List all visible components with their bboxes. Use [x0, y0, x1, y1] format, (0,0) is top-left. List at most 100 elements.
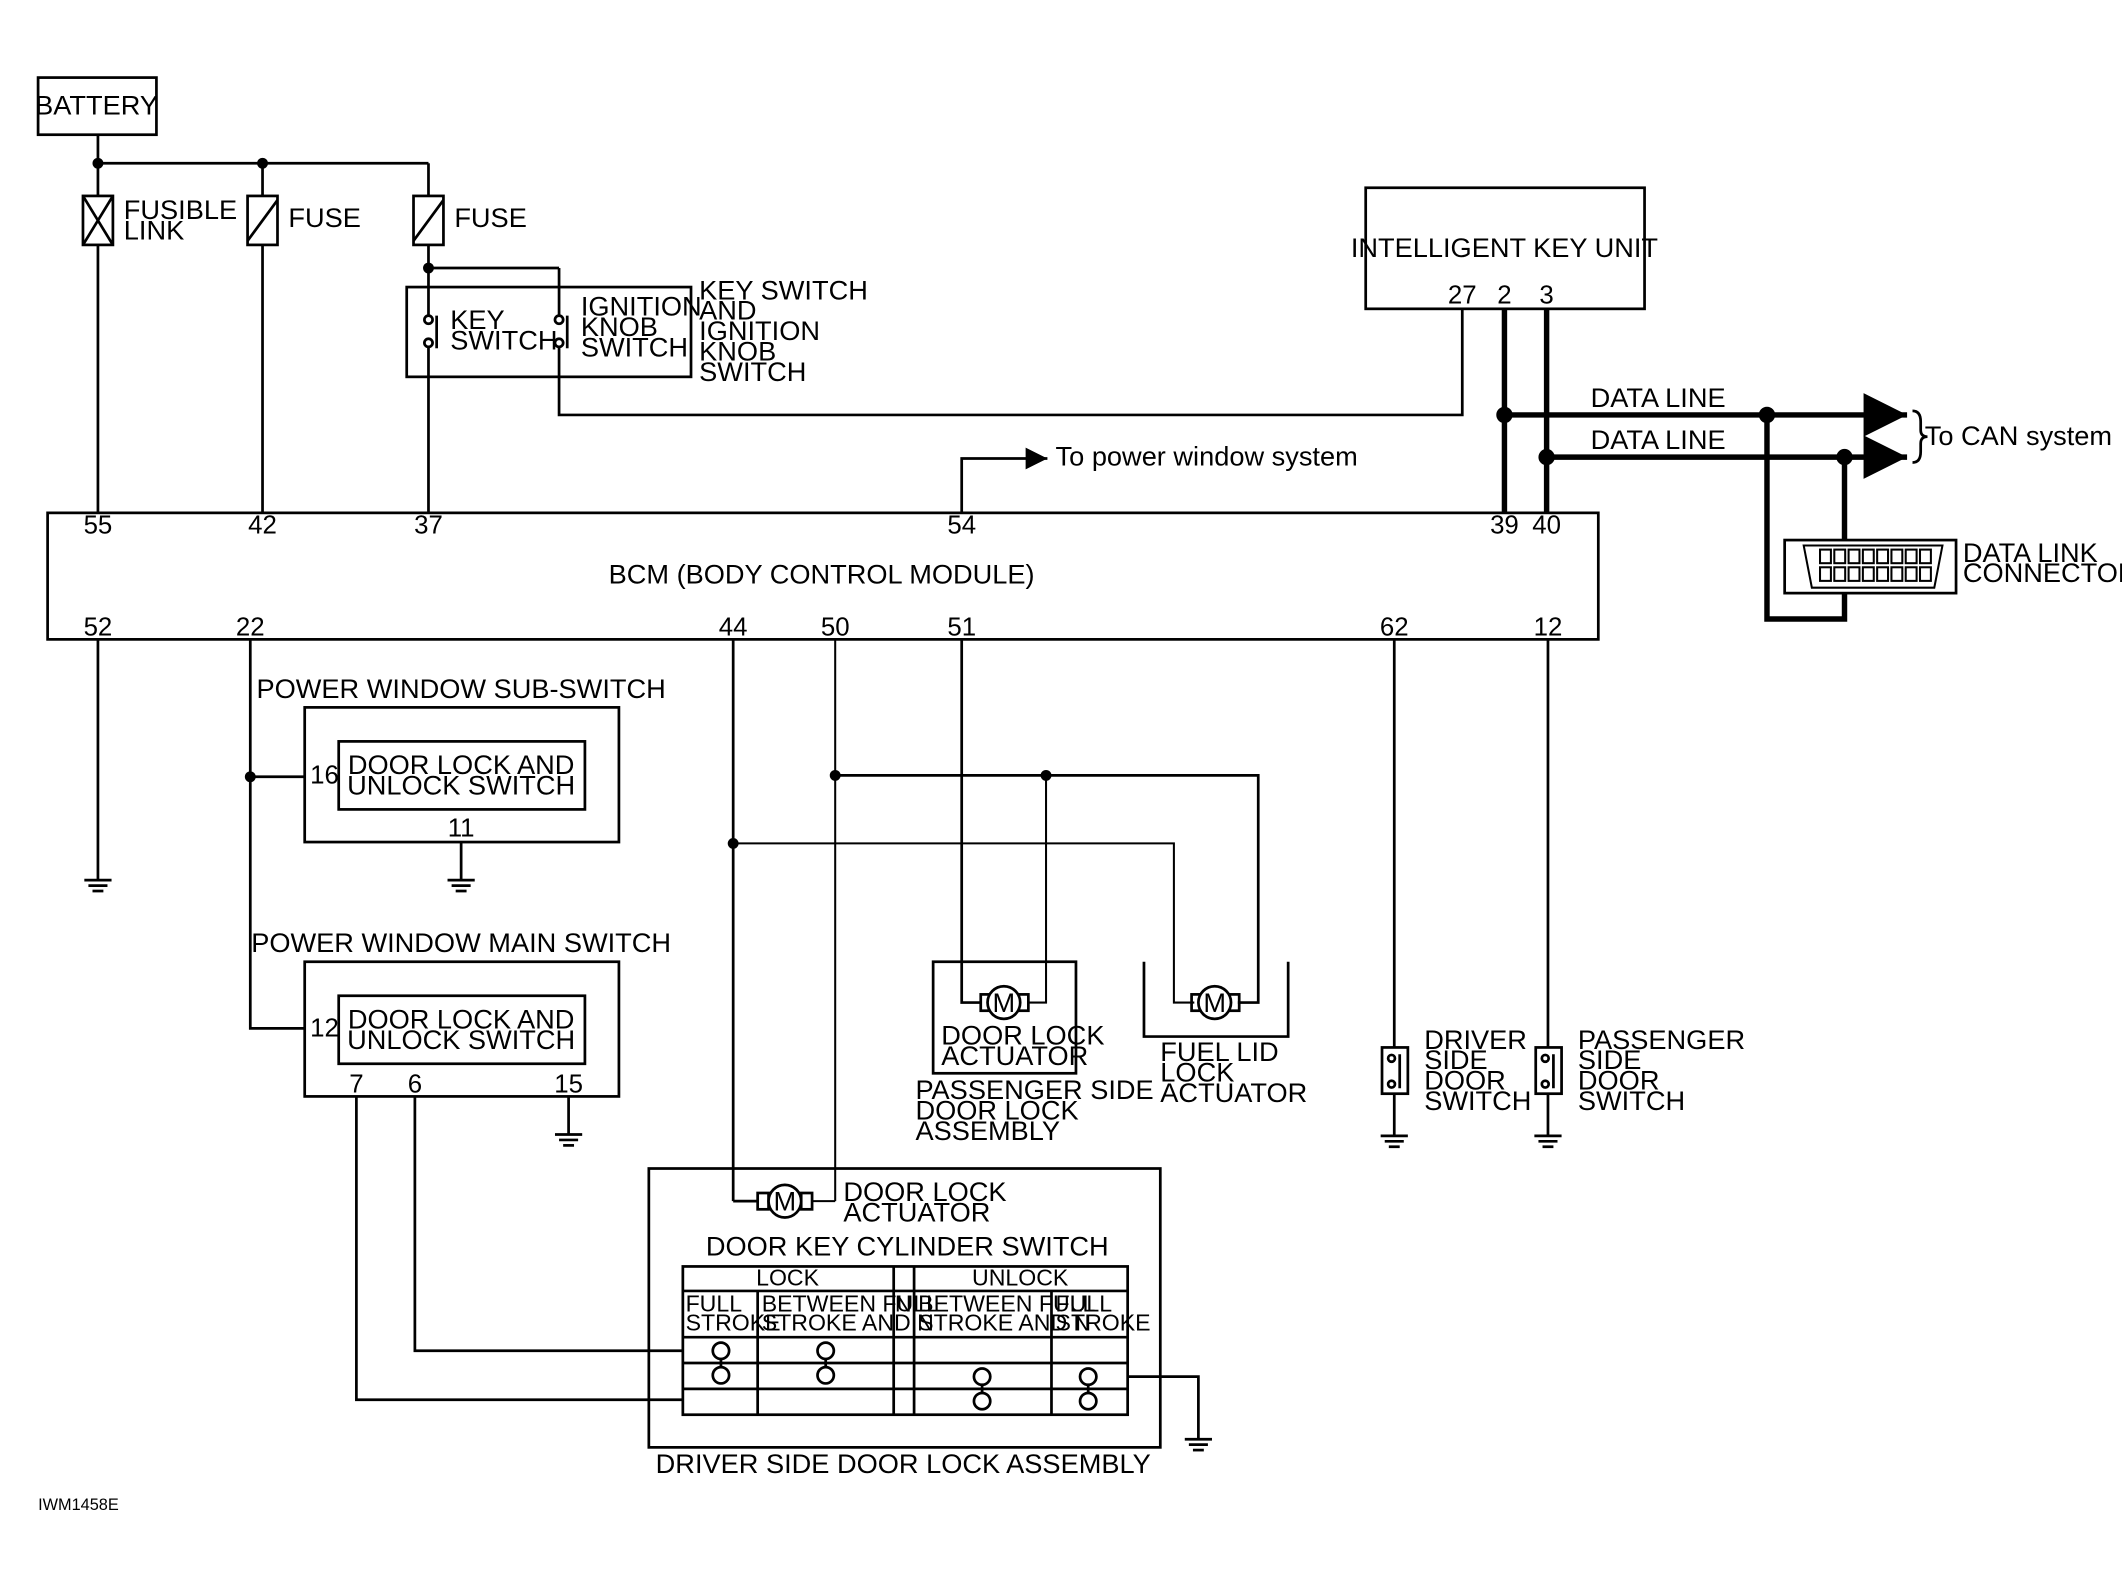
dlc-pin-cell [1833, 566, 1847, 582]
passenger-door-switch-symbol [1534, 1046, 1563, 1096]
bcm-50-to-passenger-actuator-wire [1028, 775, 1048, 1004]
passenger-motor-letter: M [993, 987, 1016, 1018]
pw-main-pin-15: 15 [554, 1070, 583, 1098]
bcm-box [46, 511, 1600, 641]
pw-sub-switch-title: POWER WINDOW SUB-SWITCH [256, 673, 665, 704]
pw-main-6-to-key-cylinder-wire [413, 1096, 683, 1353]
key-cylinder-table [681, 1265, 1130, 1417]
ground-symbol-key-cylinder [1184, 1437, 1212, 1452]
ground-symbol-pw-sub [447, 878, 475, 893]
bcm-22-to-pw-main-12-wire [248, 639, 305, 1030]
bcm-pin-52: 52 [84, 613, 113, 641]
driver-door-switch-symbol [1380, 1046, 1410, 1096]
ikey-pin-27: 27 [1448, 281, 1477, 309]
key-cylinder-ground-wire [1127, 1375, 1200, 1440]
fuel-lid-motor-letter: M [1203, 987, 1226, 1018]
diagram-id: IWM1458E [38, 1496, 119, 1514]
key-cylinder-switch-title: DOOR KEY CYLINDER SWITCH [706, 1231, 1109, 1262]
fuse-1-symbol [246, 194, 279, 247]
lock-full-stroke-contact [711, 1341, 731, 1385]
ground-symbol-pw-main [554, 1133, 583, 1147]
dlc-pin-cell [1847, 566, 1861, 582]
pw-sub-pin-16: 16 [310, 762, 339, 790]
pw-main-door-lock-switch-box [337, 994, 587, 1066]
bcm-pin-55: 55 [84, 511, 113, 539]
data-line-1-label: DATA LINE [1591, 382, 1726, 413]
bcm-pin-62: 62 [1380, 613, 1409, 641]
dlc-pin-cell [1876, 566, 1890, 582]
ikey-pin-2: 2 [1497, 281, 1511, 309]
pw-sub-pin-11: 11 [448, 815, 475, 843]
driver-motor-letter: M [774, 1186, 797, 1217]
dlc-pin-cell [1861, 548, 1875, 565]
pw-main-switch-title: POWER WINDOW MAIN SWITCH [251, 927, 671, 958]
data-line-2-label: DATA LINE [1591, 424, 1726, 455]
bcm-pin-42: 42 [248, 511, 277, 539]
dlc-pin-cell [1904, 566, 1918, 582]
fuse-1-label: FUSE [288, 202, 361, 233]
dlc-pin-cell [1847, 548, 1861, 565]
pw-main-switch-box [303, 960, 621, 1098]
ground-symbol-bcm-52 [84, 878, 112, 893]
dlc-pin-cell [1876, 548, 1890, 565]
unlock-header: UNLOCK [972, 1264, 1069, 1290]
key-switch-contact [423, 314, 439, 349]
to-power-window-label: To power window system [1056, 440, 1358, 471]
ikey-pin-3: 3 [1539, 281, 1553, 309]
dlc-pin-cell [1819, 548, 1832, 565]
unlock-between-contact [972, 1367, 992, 1411]
passenger-actuator-motor-symbol: M [979, 984, 1030, 1021]
to-can-system-label: To CAN system [1925, 420, 2112, 451]
bcm-pin-39: 39 [1490, 511, 1519, 539]
fuel-lid-actuator-box [1142, 961, 1290, 1038]
bcm-pin-12: 12 [1534, 613, 1563, 641]
unlock-full-stroke-contact [1078, 1367, 1098, 1411]
data-line-1-to-dlc-wire [1764, 414, 1848, 622]
lock-header: LOCK [756, 1264, 820, 1290]
intelligent-key-unit-title: INTELLIGENT KEY UNIT [1351, 232, 1658, 263]
pw-sub-door-lock-switch-box [337, 740, 587, 811]
dlc-pin-cell [1861, 566, 1875, 582]
fuel-lid-motor-symbol: M [1190, 984, 1241, 1021]
bcm-pin-40: 40 [1532, 511, 1561, 539]
driver-actuator-motor-symbol: M [756, 1183, 814, 1219]
ground-symbol-passenger-door-switch [1534, 1134, 1562, 1149]
driver-door-lock-assembly-label: DRIVER SIDE DOOR LOCK ASSEMBLY [656, 1448, 1151, 1479]
dlc-pin-cell [1890, 566, 1904, 582]
passenger-door-lock-assembly-box [931, 960, 1078, 1075]
bcm-54-to-power-window-wire [960, 447, 1048, 513]
fuse-2-label: FUSE [454, 202, 527, 233]
dlc-pin-cell [1833, 548, 1847, 565]
data-link-connector-symbol [1783, 538, 1958, 595]
ground-symbol-driver-door-switch [1380, 1134, 1408, 1149]
fuse-2-symbol [412, 194, 445, 247]
pw-main-pin-7: 7 [349, 1070, 363, 1098]
pw-main-7-to-key-cylinder-wire [355, 1096, 683, 1402]
dlc-pin-cell [1819, 566, 1832, 582]
neutral-label: N [895, 1290, 912, 1316]
bcm-pin-50: 50 [821, 613, 850, 641]
bcm-pin-22: 22 [236, 613, 265, 641]
bcm-44-to-fuel-lid-wire [733, 842, 1195, 1004]
bcm-pin-54: 54 [947, 511, 976, 539]
dlc-pin-cell [1890, 548, 1904, 565]
bcm-pin-37: 37 [414, 511, 443, 539]
ignition-knob-to-ikey-27-wire [557, 307, 1464, 417]
bcm-51-to-passenger-actuator-wire [960, 639, 981, 1004]
